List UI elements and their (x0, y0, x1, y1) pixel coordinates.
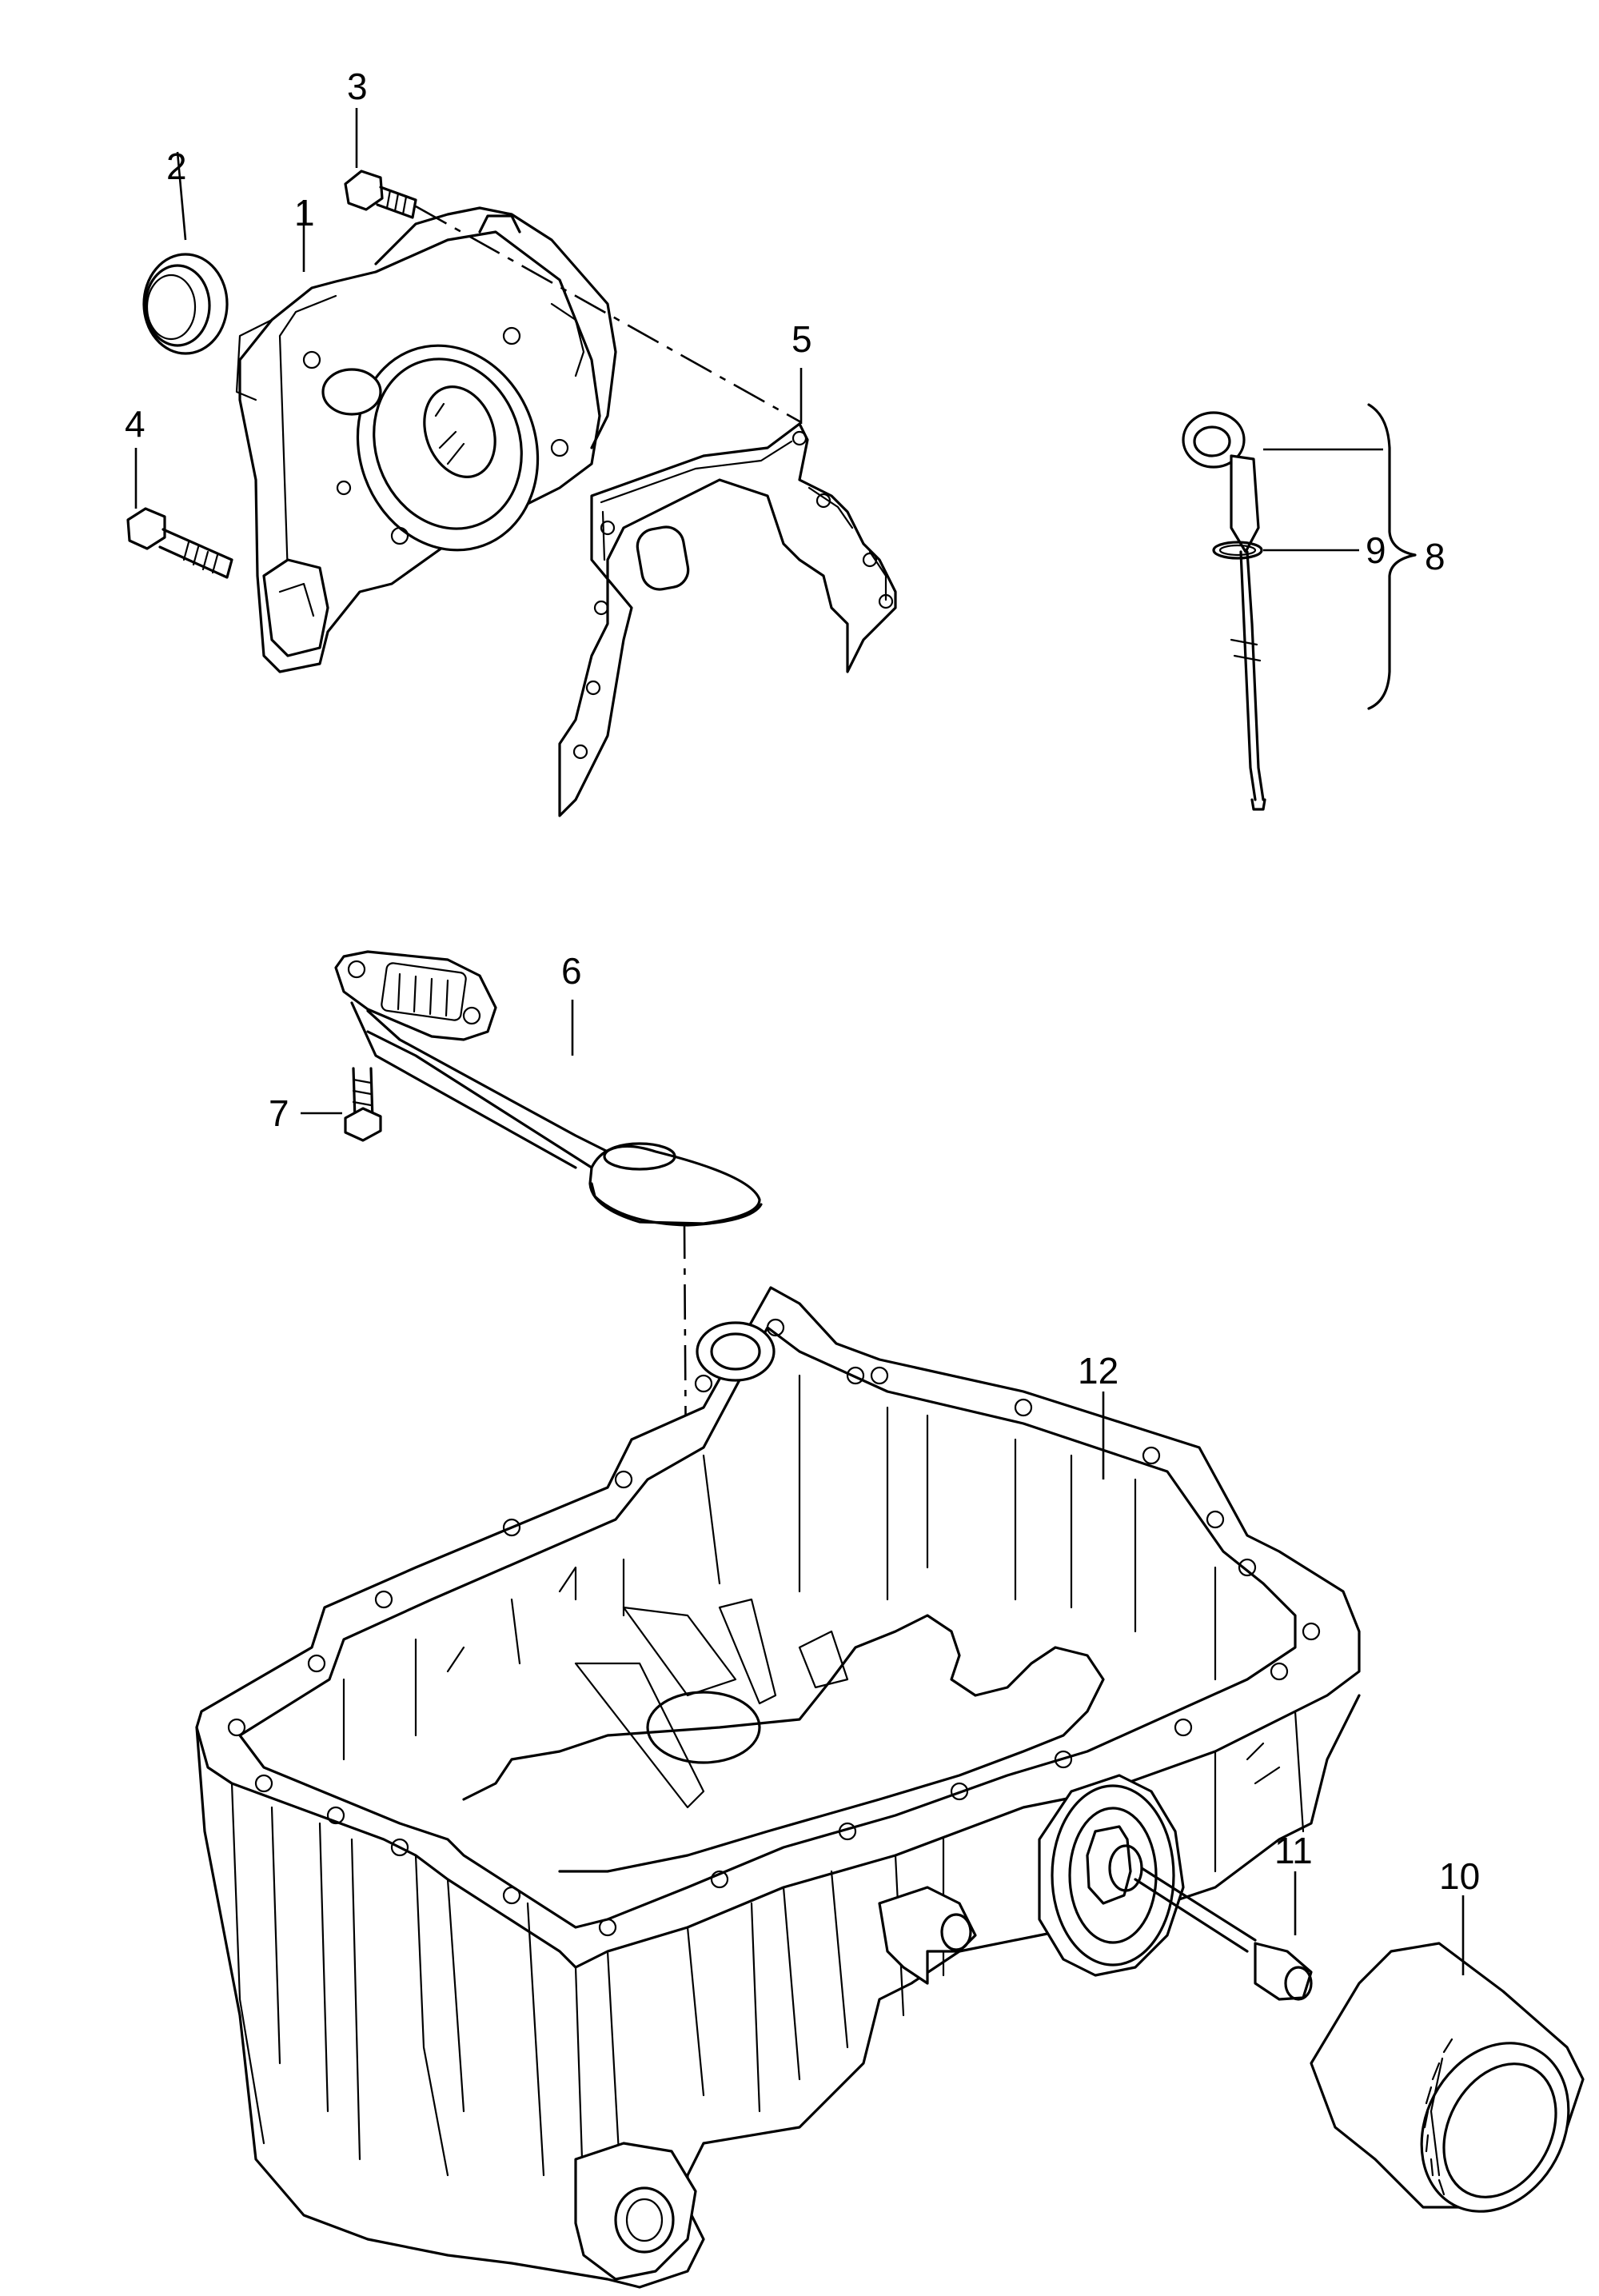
callout-9: 9 (1366, 529, 1386, 571)
oil-pan-part-12[interactable] (195, 1286, 1361, 2289)
alignment-line-upper (415, 205, 802, 424)
callout-2: 2 (166, 146, 187, 187)
callout-labels: 1 2 3 4 5 6 7 8 9 10 11 12 (125, 66, 1480, 1897)
o-ring-part-9[interactable] (1212, 541, 1359, 560)
callout-10: 10 (1439, 1855, 1480, 1897)
bolt-part-4[interactable] (126, 448, 233, 579)
oil-filter-part-10[interactable] (1310, 1895, 1597, 2237)
callout-6: 6 (561, 950, 582, 992)
callout-7: 7 (269, 1092, 289, 1134)
gasket-part-5[interactable] (558, 368, 897, 817)
callout-8: 8 (1425, 536, 1445, 577)
callout-4: 4 (125, 403, 146, 445)
callout-11: 11 (1274, 1830, 1313, 1871)
seal-ring-part-2[interactable] (142, 151, 229, 355)
callout-12: 12 (1078, 1350, 1119, 1392)
screw-part-7[interactable] (301, 1067, 382, 1142)
oil-pump-part-1[interactable] (235, 200, 617, 673)
bolt-part-3[interactable] (344, 108, 417, 219)
nipple-part-11[interactable] (1134, 1867, 1313, 2001)
callout-3: 3 (347, 66, 368, 107)
flange-bolt-holes (227, 1318, 1321, 1937)
oil-pickup-part-6[interactable] (334, 950, 763, 1227)
callout-5: 5 (792, 318, 812, 360)
dipstick-part-8[interactable] (1182, 403, 1417, 811)
callout-1: 1 (294, 192, 315, 234)
